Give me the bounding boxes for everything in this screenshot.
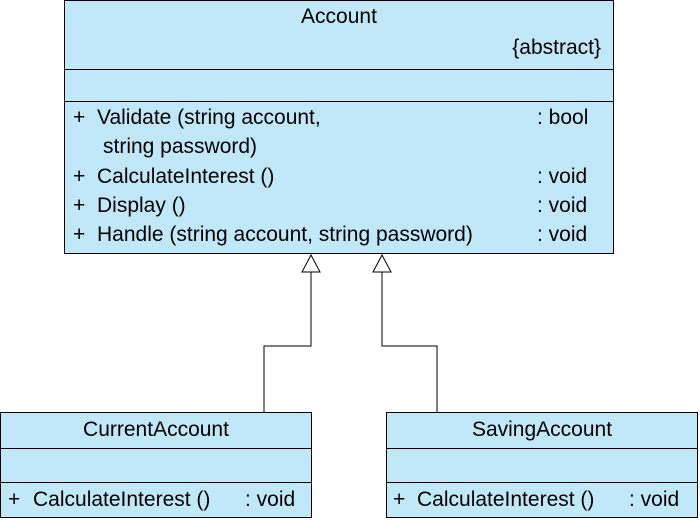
op-validate-return: : bool [537,106,589,129]
class-account-attributes-section [65,70,613,102]
op-visibility: + [73,194,86,217]
class-currentaccount-attributes-section [1,449,311,483]
op-handle-signature: Handle (string account, string password) [97,223,473,246]
class-account-stereotype: {abstract} [512,36,601,59]
op-calculateinterest-signature: CalculateInterest () [97,165,275,188]
op-visibility: + [73,106,86,129]
class-account-operations-section: + Validate (string account, : bool strin… [65,102,613,253]
inheritance-arrowhead [372,253,392,273]
op-display-return: : void [537,194,588,217]
generalization-currentaccount-to-account [263,253,321,412]
op-calculateinterest-return: : void [629,488,680,511]
op-calculateinterest-signature: CalculateInterest () [417,488,595,511]
op-calculateinterest-signature: CalculateInterest () [33,488,211,511]
class-savingaccount-operations-section: + CalculateInterest () : void [387,483,697,517]
op-visibility: + [8,488,21,511]
class-savingaccount-attributes-section [387,449,697,483]
class-currentaccount-operations-section: + CalculateInterest () : void [1,483,311,517]
class-account-name: Account [301,5,377,28]
class-currentaccount-name-section: CurrentAccount [1,413,311,449]
class-currentaccount: CurrentAccount + CalculateInterest () : … [0,412,312,518]
inheritance-arrowhead [301,253,321,273]
class-account-name-section: Account {abstract} [65,1,613,70]
class-currentaccount-name: CurrentAccount [83,418,229,441]
op-handle-return: : void [537,223,588,246]
op-display-signature: Display () [97,194,186,217]
op-validate-signature: Validate (string account, [97,106,321,129]
generalization-line [263,272,312,412]
class-account: Account {abstract} + Validate (string ac… [64,0,614,254]
op-visibility: + [73,165,86,188]
op-visibility: + [393,488,406,511]
op-validate-continuation: string password) [103,135,258,158]
op-calculateinterest-return: : void [537,165,588,188]
generalization-savingaccount-to-account [372,253,438,412]
op-visibility: + [73,223,86,246]
class-savingaccount-name-section: SavingAccount [387,413,697,449]
class-savingaccount-name: SavingAccount [471,418,613,441]
class-savingaccount: SavingAccount + CalculateInterest () : v… [386,412,698,518]
op-calculateinterest-return: : void [245,488,296,511]
generalization-line [381,272,438,412]
